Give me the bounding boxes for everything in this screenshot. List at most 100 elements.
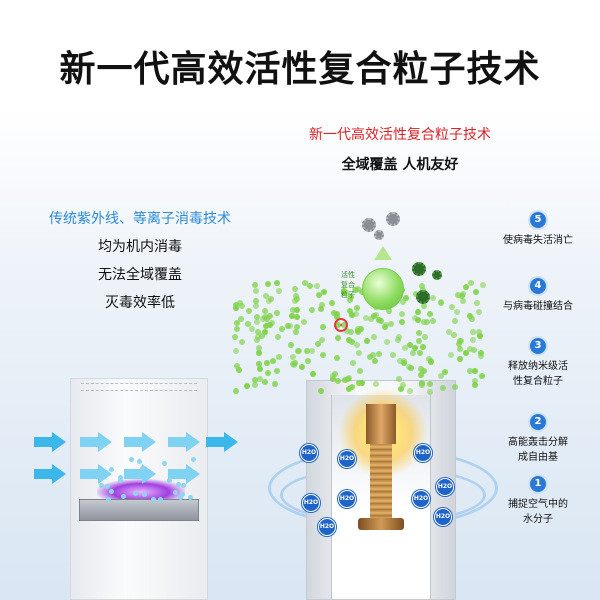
particle-dot	[427, 389, 434, 395]
particle-dot	[468, 315, 475, 322]
uv-lamp-base	[79, 499, 199, 521]
step-number: 2	[528, 412, 548, 432]
particle-dot	[261, 328, 268, 335]
step-number: 1	[528, 474, 548, 494]
particle-dot	[398, 385, 405, 392]
particle-dot	[437, 299, 444, 306]
particle-dot	[238, 315, 244, 322]
particle-dot	[342, 377, 349, 384]
virus-icon	[412, 262, 426, 276]
particle-dot	[355, 379, 362, 386]
particle-dot	[232, 305, 239, 311]
particle-dot	[348, 338, 355, 345]
bubble-dot	[190, 456, 196, 462]
particle-dot	[254, 337, 261, 344]
particle-dot	[460, 298, 467, 305]
bubble-dot	[120, 494, 126, 499]
particle-dot	[330, 376, 337, 383]
particle-dot	[446, 328, 453, 335]
new-tech-subtitle: 全域覆盖 人机友好	[341, 157, 459, 173]
particle-dot	[266, 312, 273, 319]
particle-dot	[294, 324, 301, 331]
particle-dot	[255, 350, 262, 357]
particle-dot	[278, 326, 285, 333]
h2o-badge: H2O	[434, 508, 452, 526]
particle-dot	[348, 293, 355, 300]
particle-dot	[251, 376, 258, 383]
particle-dot	[388, 320, 395, 327]
particle-dot	[262, 292, 269, 299]
particle-dot	[267, 296, 274, 303]
sphere-label: 活性复合粒子	[341, 271, 355, 299]
particle-dot	[332, 370, 339, 377]
airflow-arrow-icon	[168, 464, 202, 484]
particle-dot	[321, 288, 328, 295]
particle-dot	[438, 372, 444, 379]
particle-dot	[252, 287, 259, 294]
particle-dot	[467, 280, 474, 287]
particle-dot	[293, 296, 300, 303]
virus-icon	[416, 290, 430, 304]
particle-dot	[307, 283, 314, 290]
particle-dot	[395, 375, 402, 382]
particle-dot	[440, 384, 447, 391]
top-grill	[81, 383, 197, 391]
particle-dot	[399, 382, 406, 389]
particle-dot	[271, 381, 278, 388]
particle-dot	[390, 352, 396, 358]
particle-dot	[265, 281, 272, 288]
particle-dot	[430, 294, 437, 301]
main-title: 新一代高效活性复合粒子技术	[59, 49, 541, 90]
particle-dot	[300, 318, 307, 325]
particle-dot	[397, 357, 404, 364]
particle-dot	[371, 357, 378, 364]
bubble-dot	[129, 456, 135, 462]
particle-dot	[268, 319, 275, 326]
particle-dot	[232, 348, 239, 355]
h2o-badge: H2O	[300, 444, 318, 462]
particle-dot	[259, 332, 265, 339]
step-4: 4 与病毒碰撞结合	[478, 276, 598, 314]
step-2: 2 高能轰击分解成自由基	[478, 412, 598, 465]
particle-dot	[457, 345, 464, 352]
particle-dot	[467, 345, 474, 352]
virus-icon	[362, 218, 376, 232]
particle-dot	[345, 386, 352, 393]
particle-dot	[292, 328, 299, 335]
airflow-arrow-icon	[80, 464, 114, 484]
traditional-tech-title: 传统紫外线、等离子消毒技术	[49, 211, 231, 227]
particle-dot	[476, 329, 483, 335]
traditional-tech-heading: 传统紫外线、等离子消毒技术 均为机内消毒 无法全域覆盖 灭毒效率低	[20, 208, 260, 312]
particle-dot	[477, 332, 484, 339]
bubble-dot	[141, 492, 147, 498]
step-5: 5 使病毒失活消亡	[478, 210, 598, 248]
step-number: 5	[528, 210, 548, 230]
particle-dot	[233, 319, 240, 326]
particle-dot	[353, 310, 359, 317]
particle-dot	[455, 341, 462, 347]
particle-dot	[394, 336, 401, 343]
particle-dot	[407, 387, 413, 394]
bubble-dot	[180, 482, 186, 488]
particle-dot	[467, 313, 474, 320]
particle-dot	[316, 291, 323, 298]
particle-dot	[455, 291, 462, 298]
particle-dot	[366, 354, 373, 361]
bubble-dot	[173, 489, 179, 495]
bubble-dot	[109, 467, 115, 473]
particle-dot	[308, 306, 315, 313]
particle-dot	[364, 338, 371, 345]
particle-dot	[417, 350, 424, 357]
particle-dot	[335, 378, 342, 385]
particle-dot	[317, 305, 324, 312]
particle-dot	[273, 280, 280, 287]
particle-dot	[371, 333, 377, 340]
particle-dot	[334, 354, 341, 361]
particle-dot	[412, 291, 419, 298]
particle-dot	[335, 334, 342, 341]
particle-dot	[246, 308, 253, 315]
bubble-dot	[132, 490, 138, 496]
particle-dot	[478, 373, 485, 380]
particle-dot	[254, 318, 261, 325]
particle-dot	[253, 303, 260, 310]
